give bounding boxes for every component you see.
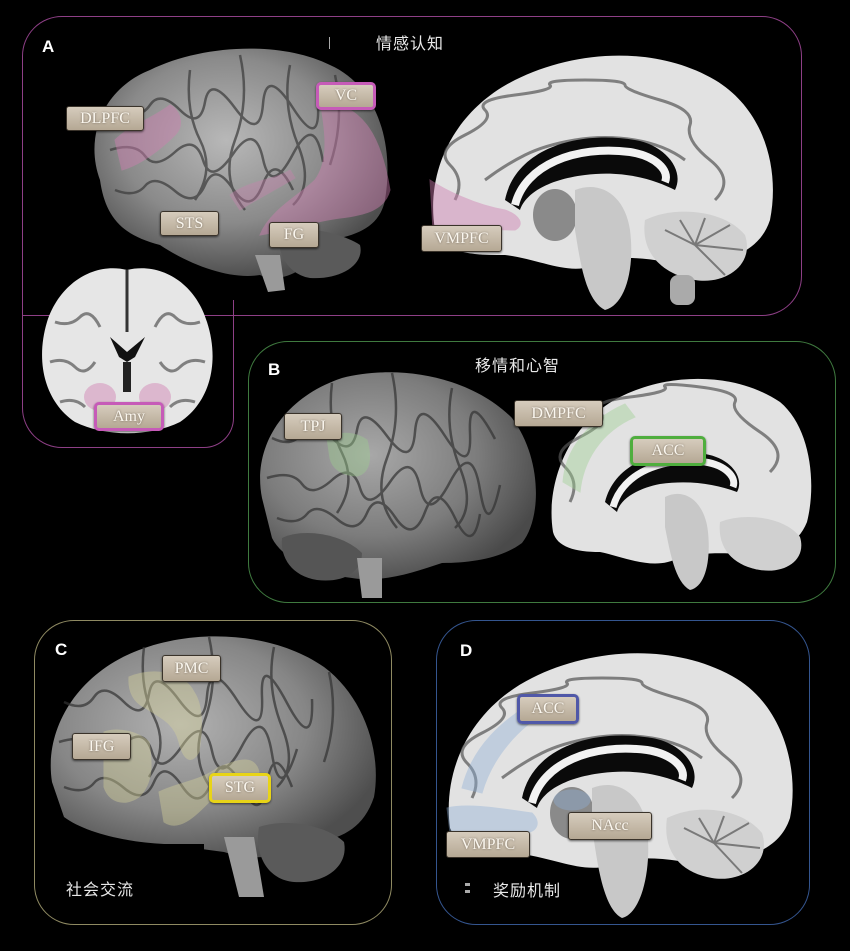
region-label-acc-b: ACC bbox=[630, 436, 706, 466]
region-label-vmpfc-d: VMPFC bbox=[446, 831, 530, 858]
lateral-brain-image-b bbox=[252, 358, 542, 598]
panel-d-divider-tick bbox=[465, 883, 467, 893]
region-label-sts: STS bbox=[160, 211, 219, 236]
sagittal-slice-image-b bbox=[545, 362, 815, 592]
region-label-amy: Amy bbox=[94, 402, 164, 431]
region-label-acc-d: ACC bbox=[517, 694, 579, 724]
panel-c-frame bbox=[34, 620, 392, 925]
region-label-stg: STG bbox=[209, 773, 271, 803]
lateral-brain-image-a bbox=[80, 30, 400, 295]
region-label-ifg: IFG bbox=[72, 733, 131, 760]
panel-a-letter: A bbox=[42, 37, 55, 56]
region-label-tpj: TPJ bbox=[284, 413, 342, 440]
panel-b-title: 移情和心智 bbox=[475, 356, 561, 375]
panel-a-frame-extension bbox=[22, 300, 234, 448]
panel-a-frame bbox=[22, 16, 802, 316]
region-label-nacc: NAcc bbox=[568, 812, 652, 840]
panel-d-letter: D bbox=[460, 641, 473, 660]
panel-d-title: 奖励机制 bbox=[493, 881, 562, 900]
region-label-vc: VC bbox=[316, 82, 376, 110]
panel-a-frame-step bbox=[232, 315, 236, 316]
panel-a-divider-tick bbox=[329, 37, 330, 49]
panel-d-frame bbox=[436, 620, 810, 925]
panel-a-title: 情感认知 bbox=[376, 34, 445, 53]
panel-c-letter: C bbox=[55, 640, 68, 659]
region-label-dmpfc: DMPFC bbox=[514, 400, 603, 427]
region-label-vmpfc-a: VMPFC bbox=[421, 225, 502, 252]
panel-b-letter: B bbox=[268, 360, 281, 379]
panel-c-title: 社会交流 bbox=[66, 880, 135, 899]
sagittal-slice-image-a bbox=[425, 30, 785, 310]
panel-b-frame bbox=[248, 341, 836, 603]
region-label-dlpfc: DLPFC bbox=[66, 106, 144, 131]
region-label-fg: FG bbox=[269, 222, 319, 248]
region-label-pmc: PMC bbox=[162, 655, 221, 682]
